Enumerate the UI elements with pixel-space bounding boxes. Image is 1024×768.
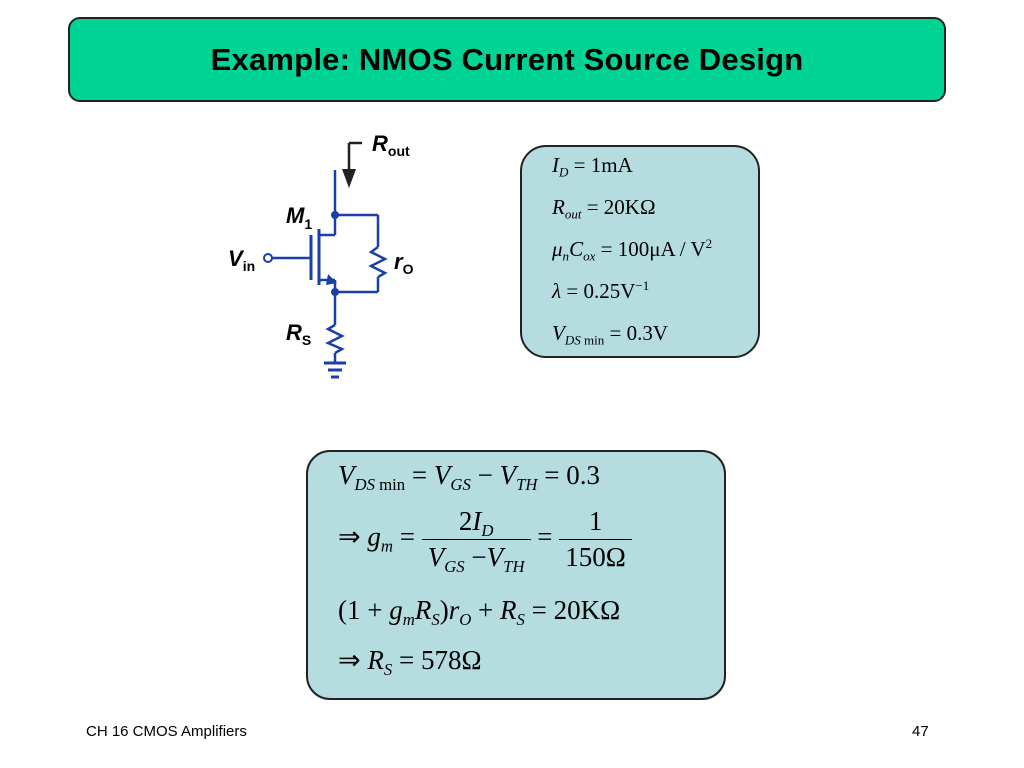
ro-sub: O: [403, 261, 414, 277]
footer-chapter: CH 16 CMOS Amplifiers: [86, 723, 247, 740]
vin-sub: in: [243, 258, 255, 274]
vin-terminal: [263, 253, 273, 263]
svg-text:RS: RS: [286, 320, 311, 348]
rs-resistor: [325, 323, 345, 355]
svg-text:M1: M1: [286, 203, 312, 232]
m1-label: M: [286, 203, 305, 228]
title-banner: Example: NMOS Current Source Design: [68, 17, 946, 102]
given-parameters-box: ID = 1mA Rout = 20KΩ μnCox = 100μA / V2 …: [520, 145, 760, 358]
drain-node: [331, 211, 339, 219]
derivation-rout-eq: (1 + gmRS)rO + RS = 20KΩ: [338, 595, 621, 629]
given-id: ID = 1mA: [552, 153, 633, 180]
rs-label: R: [286, 320, 302, 345]
svg-text:rO: rO: [394, 249, 414, 277]
derivation-rs: ⇒ RS = 578Ω: [338, 645, 482, 679]
source-arrow-icon: [326, 274, 337, 285]
m1-sub: 1: [304, 216, 312, 232]
rout-sub: out: [388, 143, 410, 159]
svg-text:Vin: Vin: [228, 246, 255, 274]
given-rout: Rout = 20KΩ: [552, 195, 656, 222]
ro-label: r: [394, 249, 404, 274]
rs-sub: S: [302, 332, 311, 348]
vin-label: V: [228, 246, 245, 271]
ro-resistor: [368, 245, 388, 279]
source-node: [331, 288, 339, 296]
rout-arrow-icon: [342, 169, 356, 188]
given-lambda: λ = 0.25V−1: [552, 278, 650, 303]
derivation-vdsmin: VDS min = VGS − VTH = 0.3: [338, 460, 600, 494]
svg-text:Rout: Rout: [372, 131, 410, 159]
given-uncox: μnCox = 100μA / V2: [552, 236, 713, 264]
given-vdsmin: VDS min = 0.3V: [552, 321, 669, 348]
page-number: 47: [912, 723, 929, 740]
rout-label: R: [372, 131, 388, 156]
slide-title: Example: NMOS Current Source Design: [210, 41, 804, 77]
nmos-circuit-schematic: Rout M1 Vin rO RS: [228, 131, 414, 379]
